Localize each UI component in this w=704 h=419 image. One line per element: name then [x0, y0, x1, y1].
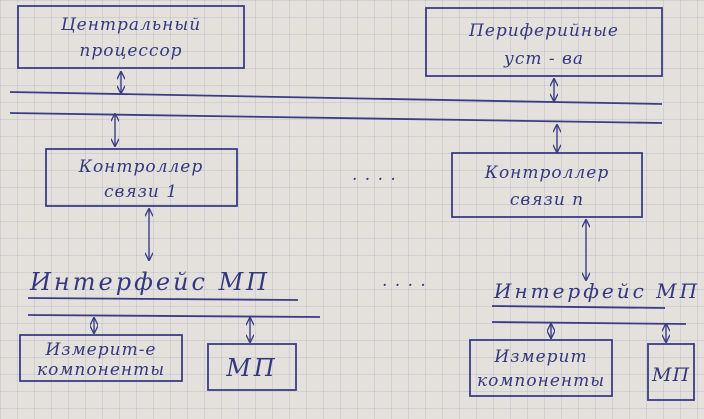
controller-n-label-line2: связи n	[510, 190, 584, 210]
measuring-left-block: Измерит-е компоненты	[19, 334, 183, 382]
mp-left-label: МП	[225, 354, 278, 382]
peripheral-label-line1: Периферийные	[468, 21, 619, 41]
controller-n-label-line1: Контроллер	[484, 163, 609, 183]
ellipsis-lower: . . . .	[382, 271, 427, 291]
peripheral-block: Периферийные уст - ва	[425, 7, 663, 77]
controller-1-block: Контроллер связи 1	[45, 148, 238, 207]
mp-interface-left-label: Интерфейс МП	[29, 268, 270, 296]
mp-interface-right-label: Интерфейс МП	[493, 279, 700, 303]
cpu-block: Центральный процессор	[17, 5, 245, 69]
ellipsis-upper: . . . .	[352, 165, 397, 185]
measuring-left-label-line1: Измерит-е	[44, 340, 156, 360]
controller-n-block: Контроллер связи n	[451, 152, 643, 218]
measuring-left-label-line2: компоненты	[37, 360, 165, 380]
system-bus-line-2	[9, 112, 663, 124]
mp-left-block: МП	[207, 343, 297, 391]
mp-interface-left-line-2	[27, 314, 321, 318]
cpu-label-line1: Центральный	[60, 15, 201, 35]
measuring-right-block: Измерит компоненты	[469, 339, 613, 397]
system-bus-line-1	[9, 91, 663, 105]
mp-right-block: МП	[647, 343, 695, 401]
mp-interface-right-line-2	[491, 321, 687, 325]
peripheral-label-line2: уст - ва	[503, 49, 584, 69]
measuring-right-label-line1: Измерит	[493, 347, 587, 367]
measuring-right-label-line2: компоненты	[477, 371, 605, 391]
mp-interface-left-line-1	[27, 297, 299, 301]
mp-right-label: МП	[651, 364, 690, 386]
controller-1-label-line2: связи 1	[104, 182, 178, 202]
controller-1-label-line1: Контроллер	[78, 157, 203, 177]
mp-interface-right-line-1	[491, 305, 666, 309]
cpu-label-line2: процессор	[79, 41, 182, 61]
